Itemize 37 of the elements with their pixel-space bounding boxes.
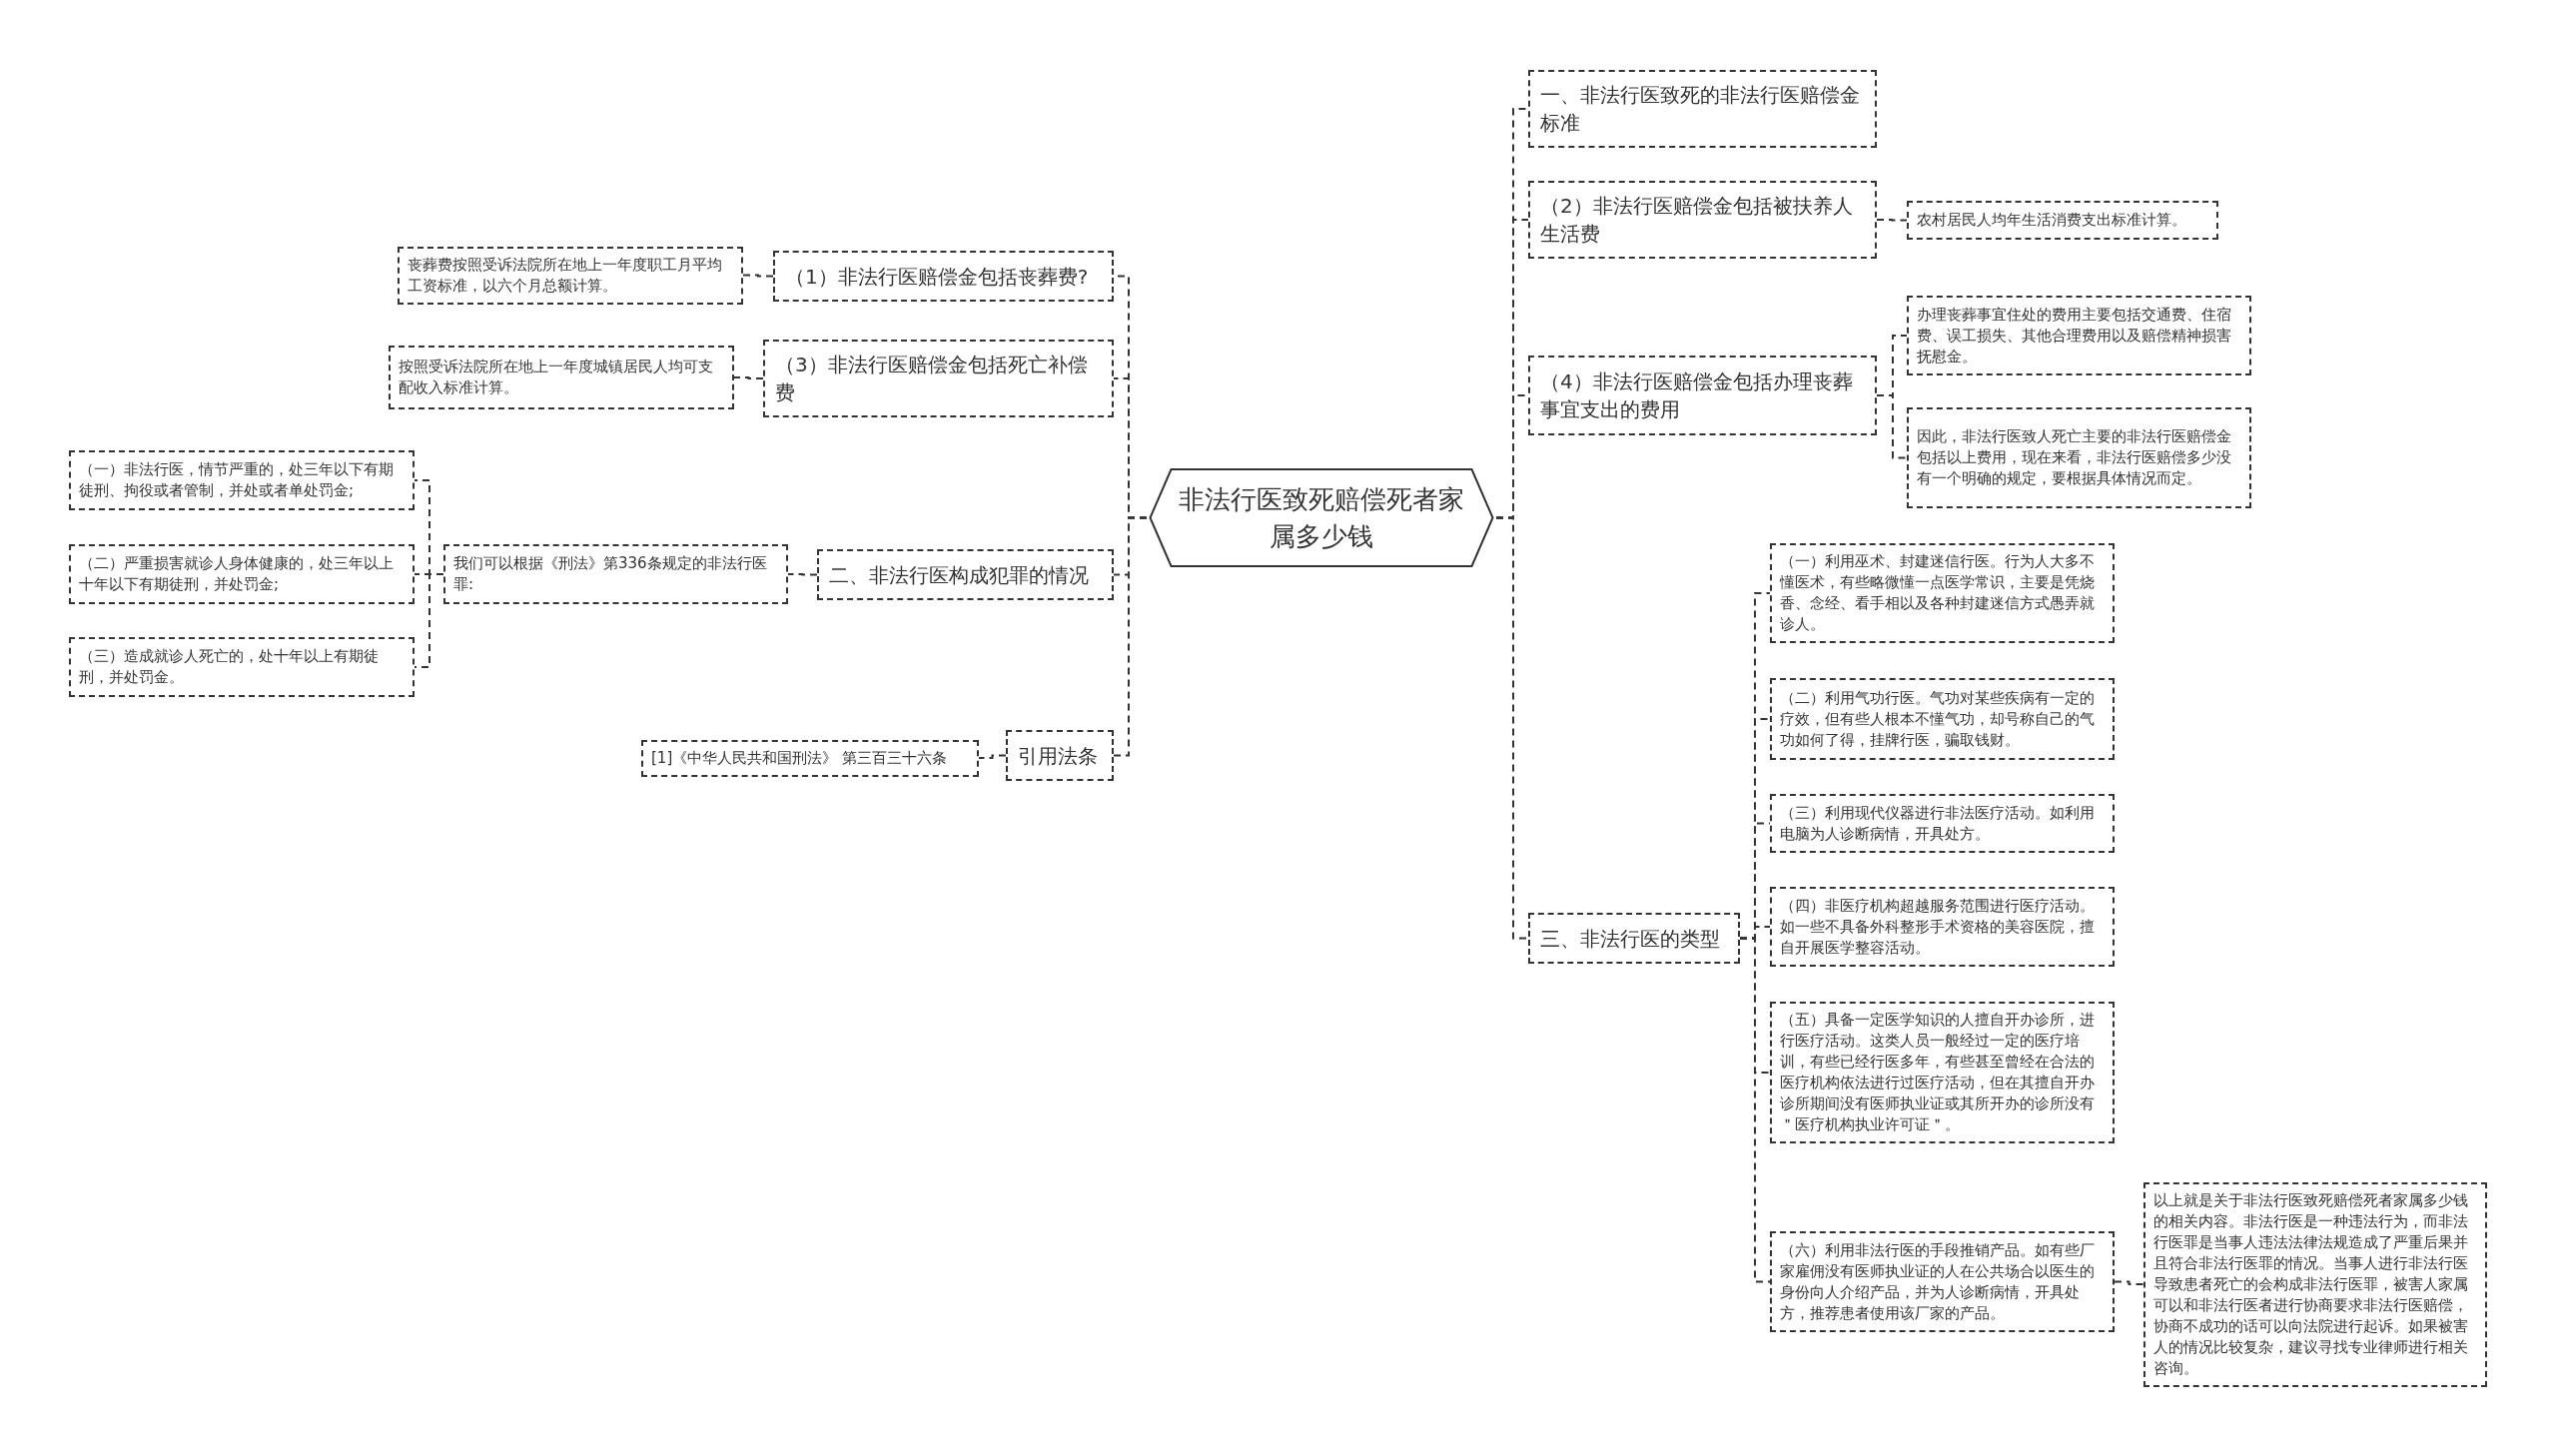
note-box: 按照受诉法院所在地上一年度城镇居民人均可支配收入标准计算。 xyxy=(389,346,734,409)
note-box: 办理丧葬事宜住处的费用主要包括交通费、住宿费、误工损失、其他合理费用以及赔偿精神损害抚慰金。 xyxy=(1907,296,2251,375)
topic-box: 三、非法行医的类型 xyxy=(1528,913,1740,964)
connector-line xyxy=(1113,516,1148,757)
connector-line xyxy=(1876,394,1908,459)
connector-line xyxy=(978,754,1007,759)
topic-box: （1）非法行医赔偿金包括丧葬费? xyxy=(773,251,1114,302)
note-box: （一）非法行医，情节严重的，处三年以下有期徒刑、拘役或者管制，并处或者单处罚金; xyxy=(69,450,415,510)
topic-box: （3）非法行医赔偿金包括死亡补偿费 xyxy=(763,340,1114,417)
topic-box: （2）非法行医赔偿金包括被扶养人生活费 xyxy=(1528,181,1877,259)
connector-line xyxy=(414,573,444,668)
topic-box: 二、非法行医构成犯罪的情况 xyxy=(817,549,1114,600)
note-box: [1]《中华人民共和国刑法》 第三百三十六条 xyxy=(641,739,979,777)
note-box: 我们可以根据《刑法》第336条规定的非法行医罪: xyxy=(443,544,788,604)
connector-line xyxy=(787,573,818,576)
note-box: 以上就是关于非法行医致死赔偿死者家属多少钱的相关内容。非法行医是一种违法行为，而非法行医罪是当事人违法法律法规造成了严重后果并且符合非法行医罪的情况。当事人进行非法行医导致患者死亡的会构成非法行医罪，被害人家属可以和非法行医者进行协商要求非法行医赔偿，协商不成功的话可以向法院进行起诉。如果被害人的情况比较复杂，建议寻找专业律师进行相关咨询。 xyxy=(2143,1181,2487,1387)
topic-box: 非法行医致死赔偿死者家属多少钱 xyxy=(1147,468,1496,567)
connector-line xyxy=(733,376,764,379)
connector-line xyxy=(1739,937,1771,1283)
note-box: （三）利用现代仪器进行非法医疗活动。如利用电脑为人诊断病情，开具处方。 xyxy=(1770,794,2115,853)
note-box: （六）利用非法行医的手段推销产品。如有些厂家雇佣没有医师执业证的人在公共场合以医生的身份向人介绍产品，并为人诊断病情，开具处方，推荐患者使用该厂家的产品。 xyxy=(1770,1231,2115,1332)
connector-line xyxy=(742,274,774,278)
note-box: 农村居民人均年生活消费支出标准计算。 xyxy=(1907,201,2218,240)
connector-line xyxy=(1495,516,1529,940)
topic-box: （4）非法行医赔偿金包括办理丧葬事宜支出的费用 xyxy=(1528,356,1877,435)
note-box: （二）严重损害就诊人身体健康的，处三年以上十年以下有期徒刑，并处罚金; xyxy=(69,544,415,604)
note-box: （五）具备一定医学知识的人擅自开办诊所，进行医疗活动。这类人员一般经过一定的医疗培训，有些已经行医多年，有些甚至曾经在合法的医疗机构依法进行过医疗活动，但在其擅自开办诊所期间没有医师执业证或其所开办的诊所没有＂医疗机构执业许可证＂。 xyxy=(1770,1002,2115,1143)
connector-line xyxy=(2114,1280,2144,1285)
note-box: （三）造成就诊人死亡的，处十年以上有期徒刑，并处罚金。 xyxy=(69,637,415,697)
topic-box: 引用法条 xyxy=(1006,730,1114,781)
note-box: 丧葬费按照受诉法院所在地上一年度职工月平均工资标准，以六个月总额计算。 xyxy=(398,246,743,305)
note-box: 因此，非法行医致人死亡主要的非法行医赔偿金包括以上费用，现在来看，非法行医赔偿多少没有一个明确的规定，要根据具体情况而定。 xyxy=(1907,407,2251,508)
note-box: （一）利用巫术、封建迷信行医。行为人大多不懂医术，有些略微懂一点医学常识，主要是凭烧香、念经、看手相以及各种封建迷信方式愚弄就诊人。 xyxy=(1770,543,2115,643)
connector-line xyxy=(1876,219,1908,222)
note-box: （二）利用气功行医。气功对某些疾病有一定的疗效，但有些人根本不懂气功，却号称自己的气功如何了得，挂牌行医，骗取钱财。 xyxy=(1770,678,2115,760)
note-box: （四）非医疗机构超越服务范围进行医疗活动。如一些不具备外科整形手术资格的美容医院，擅自开展医学整容活动。 xyxy=(1770,887,2115,967)
topic-box: 一、非法行医致死的非法行医赔偿金标准 xyxy=(1528,70,1877,148)
